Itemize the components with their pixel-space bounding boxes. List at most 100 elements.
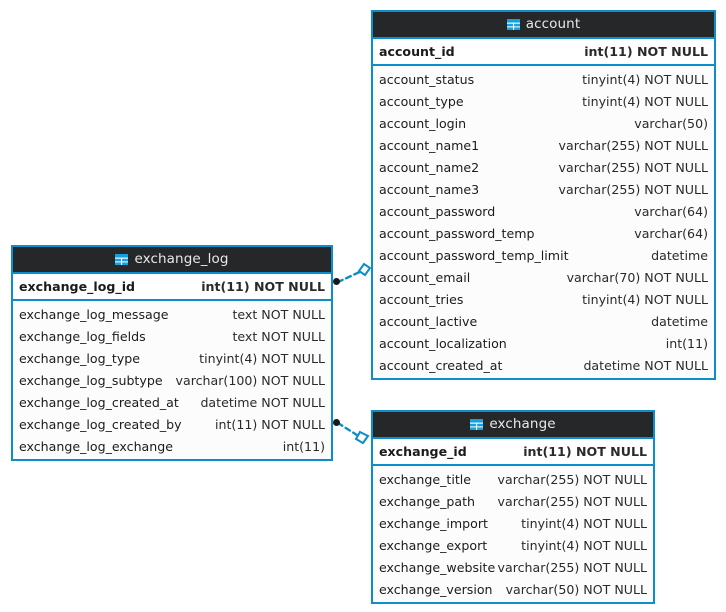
field-row[interactable]: exchange_log_fields text NOT NULL <box>13 325 331 347</box>
table-header[interactable]: account <box>373 12 714 37</box>
field-type: varchar(255) NOT NULL <box>558 181 708 197</box>
table-title: account <box>525 16 581 32</box>
table-icon <box>506 19 520 30</box>
relation-exchange-log-to-account <box>336 262 372 284</box>
field-name: exchange_path <box>379 493 476 509</box>
field-type: varchar(70) NOT NULL <box>566 269 708 285</box>
field-type: datetime NOT NULL <box>200 394 325 410</box>
field-type: tinyint(4) NOT NULL <box>582 71 708 87</box>
relation-endpoint-dot-exchange <box>333 419 340 426</box>
field-type: varchar(50) <box>634 115 708 131</box>
field-type: varchar(255) NOT NULL <box>558 159 708 175</box>
field-type: varchar(255) NOT NULL <box>497 559 647 575</box>
field-type: varchar(255) NOT NULL <box>497 471 647 487</box>
field-name: account_localization <box>379 335 507 351</box>
field-name: exchange_log_subtype <box>19 372 163 388</box>
field-type: tinyint(4) NOT NULL <box>521 515 647 531</box>
field-name: exchange_log_fields <box>19 328 146 344</box>
field-name: exchange_log_message <box>19 306 169 322</box>
table-header[interactable]: exchange <box>373 412 653 437</box>
field-name: account_created_at <box>379 357 503 373</box>
field-name: account_password_temp_limit <box>379 247 569 263</box>
field-type: text NOT NULL <box>232 306 325 322</box>
field-type: int(11) NOT NULL <box>215 416 325 432</box>
diamond-marker <box>357 262 372 277</box>
field-type: varchar(50) NOT NULL <box>505 581 647 597</box>
field-type: datetime NOT NULL <box>583 357 708 373</box>
field-name: account_lactive <box>379 313 478 329</box>
field-row[interactable]: account_password varchar(64) <box>373 200 714 222</box>
field-name: account_password_temp <box>379 225 535 241</box>
field-row[interactable]: account_password_temp varchar(64) <box>373 222 714 244</box>
field-name: exchange_id <box>379 444 467 459</box>
field-row[interactable]: exchange_log_created_at datetime NOT NULL <box>13 391 331 413</box>
field-name: account_email <box>379 269 471 285</box>
field-type: int(11) <box>665 335 708 351</box>
field-name: exchange_log_exchange <box>19 438 174 454</box>
field-name: exchange_version <box>379 581 493 597</box>
field-type: datetime <box>651 313 708 329</box>
field-name: exchange_log_type <box>19 350 141 366</box>
field-row[interactable]: account_localization int(11) <box>373 332 714 354</box>
field-name: account_password <box>379 203 496 219</box>
field-type: text NOT NULL <box>232 328 325 344</box>
field-name: account_name3 <box>379 181 480 197</box>
field-row[interactable]: account_name3 varchar(255) NOT NULL <box>373 178 714 200</box>
field-name: exchange_export <box>379 537 488 553</box>
field-name: exchange_website <box>379 559 496 575</box>
field-row[interactable]: exchange_log_type tinyint(4) NOT NULL <box>13 347 331 369</box>
field-row[interactable]: account_created_at datetime NOT NULL <box>373 354 714 376</box>
primary-key-row[interactable]: exchange_id int(11) NOT NULL <box>373 439 653 464</box>
primary-key-section: exchange_id int(11) NOT NULL <box>373 437 653 466</box>
field-name: exchange_import <box>379 515 488 531</box>
field-row[interactable]: exchange_import tinyint(4) NOT NULL <box>373 512 653 534</box>
field-type: int(11) NOT NULL <box>584 44 708 59</box>
diamond-marker <box>354 430 370 445</box>
field-row[interactable]: exchange_export tinyint(4) NOT NULL <box>373 534 653 556</box>
field-type: tinyint(4) NOT NULL <box>582 291 708 307</box>
field-type: int(11) NOT NULL <box>523 444 647 459</box>
field-row[interactable]: account_name2 varchar(255) NOT NULL <box>373 156 714 178</box>
field-name: exchange_title <box>379 471 472 487</box>
table-header[interactable]: exchange_log <box>13 247 331 272</box>
field-row[interactable]: exchange_log_subtype varchar(100) NOT NUL… <box>13 369 331 391</box>
field-row[interactable]: exchange_log_exchange int(11) <box>13 435 331 457</box>
field-type: tinyint(4) NOT NULL <box>199 350 325 366</box>
field-row[interactable]: exchange_log_message text NOT NULL <box>13 303 331 325</box>
field-name: account_id <box>379 44 455 59</box>
field-type: varchar(100) NOT NULL <box>175 372 325 388</box>
relation-endpoint-dot-account <box>333 278 340 285</box>
field-name: exchange_log_created_at <box>19 394 179 410</box>
field-type: varchar(64) <box>634 203 708 219</box>
field-name: account_name1 <box>379 137 480 153</box>
field-row[interactable]: account_email varchar(70) NOT NULL <box>373 266 714 288</box>
field-name: account_name2 <box>379 159 480 175</box>
field-row[interactable]: exchange_title varchar(255) NOT NULL <box>373 468 653 490</box>
field-type: tinyint(4) NOT NULL <box>521 537 647 553</box>
field-type: int(11) NOT NULL <box>201 279 325 294</box>
table-title: exchange_log <box>134 251 229 267</box>
field-type: tinyint(4) NOT NULL <box>582 93 708 109</box>
relation-exchange-log-to-exchange <box>336 421 370 445</box>
field-row[interactable]: account_tries tinyint(4) NOT NULL <box>373 288 714 310</box>
field-type: int(11) <box>282 438 325 454</box>
field-row[interactable]: exchange_version varchar(50) NOT NULL <box>373 578 653 600</box>
field-name: account_tries <box>379 291 464 307</box>
primary-key-row[interactable]: account_id int(11) NOT NULL <box>373 39 714 64</box>
field-row[interactable]: account_lactive datetime <box>373 310 714 332</box>
field-type: varchar(64) <box>634 225 708 241</box>
